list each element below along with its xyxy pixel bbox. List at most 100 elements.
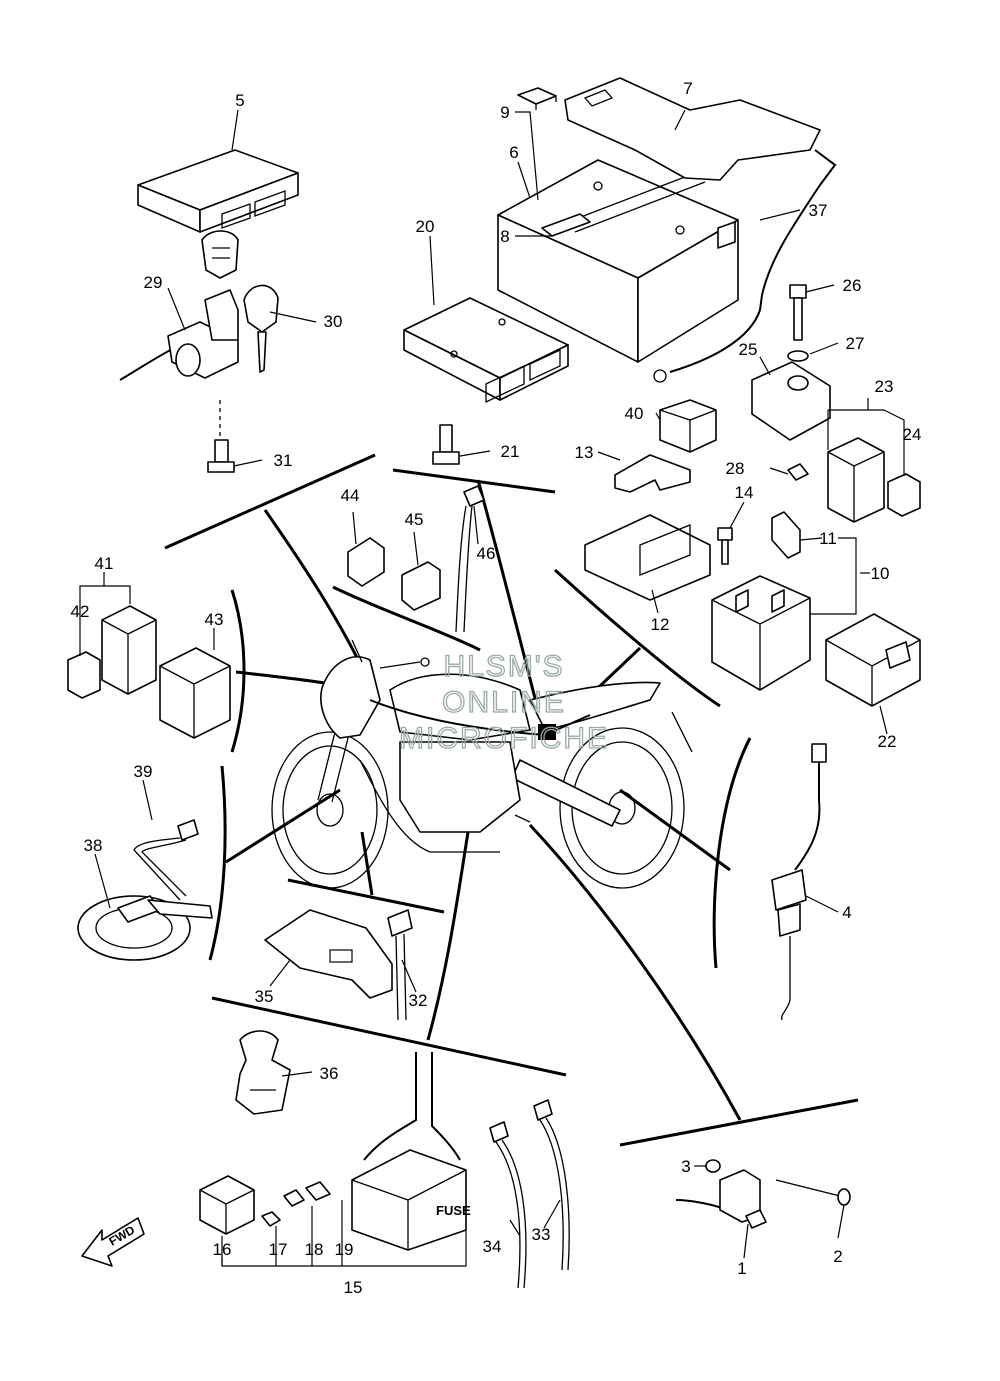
part-42-connector-drawing <box>67 651 101 699</box>
part-4-sensor-drawing <box>771 743 827 1021</box>
part-19-fuse-drawing <box>305 1181 331 1201</box>
part-number-44: 44 <box>341 486 360 505</box>
part-number-6: 6 <box>509 143 518 162</box>
part-number-46: 46 <box>477 544 496 563</box>
part-numbers: 5 9 7 6 8 37 20 29 30 31 21 26 27 25 23 … <box>71 79 922 1297</box>
part-number-14: 14 <box>735 483 754 502</box>
part-number-32: 32 <box>409 991 428 1010</box>
part-number-21: 21 <box>501 442 520 461</box>
part-number-29: 29 <box>144 273 163 292</box>
part-16-relay-drawing <box>199 1175 255 1235</box>
part-number-36: 36 <box>320 1064 339 1083</box>
watermark: HLSM'S ONLINE MICROFICHE <box>398 649 609 755</box>
part-43-relay-drawing <box>159 647 231 739</box>
watermark-line-3: MICROFICHE <box>399 722 609 755</box>
part-45-relay-drawing <box>401 561 441 611</box>
part-35-cover-drawing <box>264 909 393 999</box>
part-17-fuse-drawing <box>261 1211 281 1227</box>
part-number-10: 10 <box>871 564 890 583</box>
part-32-clamp-drawing <box>387 909 413 1021</box>
part-34-band-drawing <box>489 1121 527 1289</box>
part-7-bracket-drawing <box>564 77 821 181</box>
part-11-fuse-drawing <box>771 511 801 559</box>
part-number-39: 39 <box>134 762 153 781</box>
part-6-battery-drawing <box>497 159 739 363</box>
part-number-16: 16 <box>213 1240 232 1259</box>
part-13-holder-drawing <box>614 454 691 493</box>
part-number-2: 2 <box>833 1247 842 1266</box>
part-number-25: 25 <box>739 340 758 359</box>
part-number-31: 31 <box>274 451 293 470</box>
part-41-relay-drawing <box>101 605 157 695</box>
part-33-band-drawing <box>533 1099 570 1271</box>
part-number-8: 8 <box>500 227 509 246</box>
part-number-23: 23 <box>875 377 894 396</box>
part-number-22: 22 <box>878 732 897 751</box>
part-number-18: 18 <box>305 1240 324 1259</box>
part-3-nut-drawing <box>705 1159 721 1173</box>
part-29-main-switch-drawing <box>119 230 239 440</box>
part-26-bolt-drawing <box>789 284 807 341</box>
part-number-35: 35 <box>255 987 274 1006</box>
fwd-arrow-icon: FWD <box>81 1217 145 1267</box>
part-number-27: 27 <box>846 334 865 353</box>
part-44-relay-drawing <box>347 537 385 587</box>
leader-lines <box>79 109 905 1267</box>
part-38-horn-drawing <box>77 895 213 961</box>
part-15-fuse-box-drawing: FUSE <box>351 1052 471 1251</box>
part-number-34: 34 <box>483 1237 502 1256</box>
part-number-43: 43 <box>205 610 224 629</box>
part-number-42: 42 <box>71 602 90 621</box>
part-14-bolt-drawing <box>717 527 733 565</box>
part-number-1: 1 <box>737 1259 746 1278</box>
part-number-45: 45 <box>405 510 424 529</box>
part-9-pad-drawing <box>517 87 557 110</box>
part-12-cover-drawing <box>584 514 711 601</box>
part-25-starter-relay-drawing <box>751 361 831 441</box>
part-21-bolt-drawing <box>432 424 460 465</box>
part-number-17: 17 <box>269 1240 288 1259</box>
fuse-box-label: FUSE <box>436 1203 471 1218</box>
part-27-washer-drawing <box>787 350 809 362</box>
part-24-relay-drawing <box>887 473 921 517</box>
part-number-4: 4 <box>842 903 851 922</box>
watermark-line-1: HLSM'S <box>443 650 564 683</box>
part-8-strap-drawing <box>541 213 591 237</box>
part-number-26: 26 <box>843 276 862 295</box>
part-46-band-drawing <box>455 485 485 633</box>
part-number-9: 9 <box>500 103 509 122</box>
part-number-41: 41 <box>95 554 114 573</box>
part-number-19: 19 <box>335 1240 354 1259</box>
part-30-key-drawing <box>243 284 279 373</box>
part-number-11: 11 <box>819 529 837 548</box>
part-31-bolt-drawing <box>207 439 235 473</box>
watermark-line-2: ONLINE <box>442 686 566 719</box>
part-number-38: 38 <box>84 836 103 855</box>
part-36-holder-drawing <box>235 1030 291 1115</box>
part-39-band-drawing <box>133 819 199 901</box>
part-37-cable-drawing <box>653 149 837 383</box>
part-28-clip-drawing <box>787 463 809 481</box>
part-number-33: 33 <box>532 1225 551 1244</box>
part-number-5: 5 <box>235 91 244 110</box>
part-number-20: 20 <box>416 217 435 236</box>
motorcycle-body <box>271 639 693 889</box>
part-2-bolt-drawing <box>775 1179 851 1206</box>
part-number-40: 40 <box>625 404 644 423</box>
part-number-13: 13 <box>575 443 594 462</box>
part-40-relay-drawing <box>659 399 717 453</box>
part-1-sensor-drawing <box>675 1169 767 1229</box>
part-number-12: 12 <box>651 615 670 634</box>
part-18-fuse-drawing <box>283 1189 305 1207</box>
part-10-starter-relay-drawing <box>711 575 811 691</box>
part-22-relay-drawing <box>825 613 921 707</box>
part-number-3: 3 <box>681 1157 690 1176</box>
part-number-28: 28 <box>726 459 745 478</box>
part-20-control-unit-drawing <box>403 297 569 404</box>
part-number-15: 15 <box>344 1278 363 1297</box>
part-5-ecu-drawing <box>137 149 299 233</box>
part-23-relay-drawing <box>827 437 885 523</box>
part-number-37: 37 <box>809 201 828 220</box>
part-number-7: 7 <box>683 79 692 98</box>
